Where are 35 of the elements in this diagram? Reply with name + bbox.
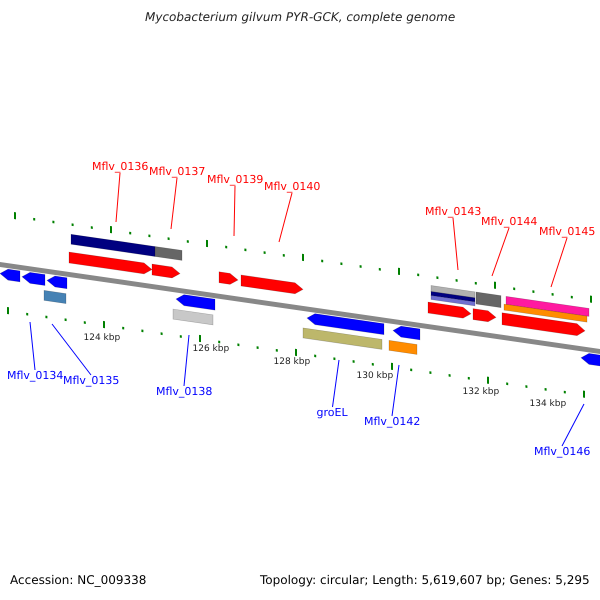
gene-label: Mflv_0144 bbox=[481, 216, 538, 228]
gene-label: Mflv_0135 bbox=[63, 375, 120, 388]
leader-line bbox=[562, 404, 584, 446]
leader-line bbox=[30, 322, 36, 370]
leader-line bbox=[278, 192, 292, 242]
tick-label: 128 kbp bbox=[274, 358, 310, 368]
gene-label: Mflv_0146 bbox=[534, 446, 590, 458]
tick-label: 126 kbp bbox=[192, 345, 230, 355]
gene-label: Mflv_0137 bbox=[149, 166, 206, 178]
leader-line bbox=[116, 172, 120, 222]
leader-line bbox=[234, 186, 236, 236]
tick-label: 130 kbp bbox=[356, 372, 394, 382]
leader-line bbox=[332, 360, 340, 408]
gene-label: Mflv_0140 bbox=[264, 181, 320, 194]
accession-text: Accession: NC_009338 bbox=[10, 574, 146, 588]
leader-line bbox=[452, 218, 458, 270]
leader-line bbox=[170, 178, 178, 230]
tick-label: 132 kbp bbox=[462, 388, 500, 398]
gene-label: groEL bbox=[316, 407, 348, 420]
leader-line bbox=[184, 334, 190, 386]
gene-label: Mflv_0136 bbox=[92, 161, 148, 174]
gene-label: Mflv_0145 bbox=[539, 226, 596, 238]
gene-label: Mflv_0138 bbox=[156, 386, 212, 398]
gene-label: Mflv_0142 bbox=[364, 416, 420, 428]
leader-line bbox=[392, 364, 400, 416]
leader-line bbox=[492, 228, 510, 276]
leader-line bbox=[550, 238, 568, 288]
title: Mycobacterium gilvum PYR-GCK, complete genome bbox=[145, 11, 456, 24]
gene-label: Mflv_0139 bbox=[207, 174, 264, 186]
leader-line bbox=[52, 324, 92, 376]
gene-label: Mflv_0143 bbox=[425, 206, 482, 218]
tick-label: 124 kbp bbox=[84, 334, 120, 344]
tick-label: 134 kbp bbox=[530, 400, 566, 410]
genome-summary-text: Topology: circular; Length: 5,619,607 bp; Genes: 5,295 bbox=[260, 574, 590, 588]
gene-label: Mflv_0134 bbox=[7, 370, 64, 382]
